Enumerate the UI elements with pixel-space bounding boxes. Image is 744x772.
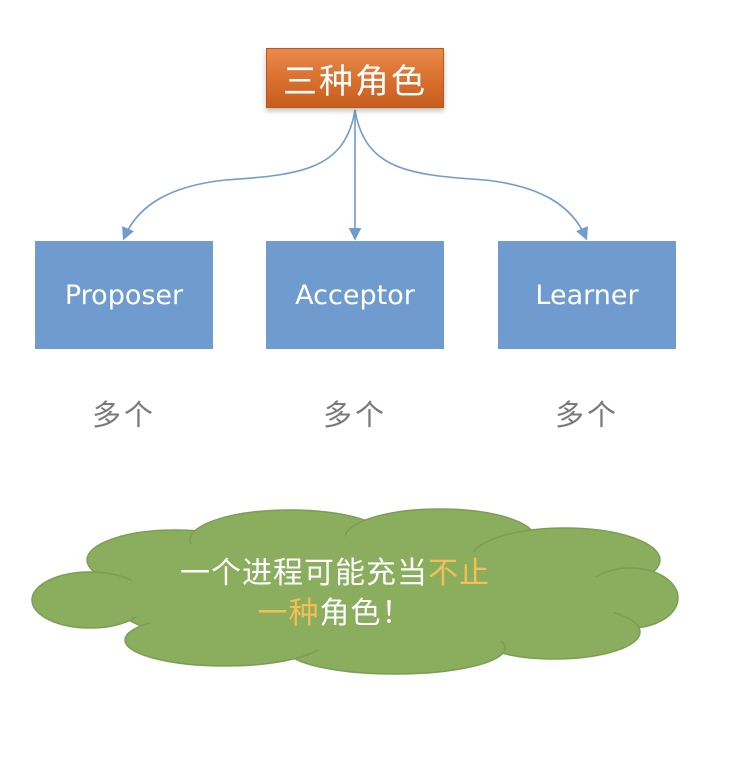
multiplicity-acceptor: 多个 [322, 398, 387, 432]
role-node-label: Proposer [64, 279, 184, 311]
multiplicity-learner: 多个 [554, 398, 619, 432]
cloud-note-text: 一个进程可能充当 [180, 556, 428, 591]
role-node-label: Acceptor [295, 279, 415, 311]
role-node-acceptor: Acceptor [266, 241, 444, 349]
multiplicity-proposer: 多个 [91, 398, 156, 432]
cloud-note-line-2: 一种角色！ [120, 593, 550, 635]
cloud-note-highlight: 不止 [428, 556, 490, 591]
connector-to-learner [354, 109, 588, 241]
role-node-label: Learner [535, 279, 639, 311]
cloud-note-highlight: 一种 [257, 596, 320, 631]
connector-to-proposer [122, 109, 356, 241]
cloud-note-text: 角色！ [319, 596, 413, 631]
root-node: 三种角色 [266, 48, 444, 108]
cloud-note-line-1: 一个进程可能充当不止 [120, 553, 550, 595]
root-node-label: 三种角色 [283, 61, 427, 102]
cloud-shape [31, 508, 679, 675]
role-node-learner: Learner [498, 241, 676, 349]
role-node-proposer: Proposer [35, 241, 213, 349]
